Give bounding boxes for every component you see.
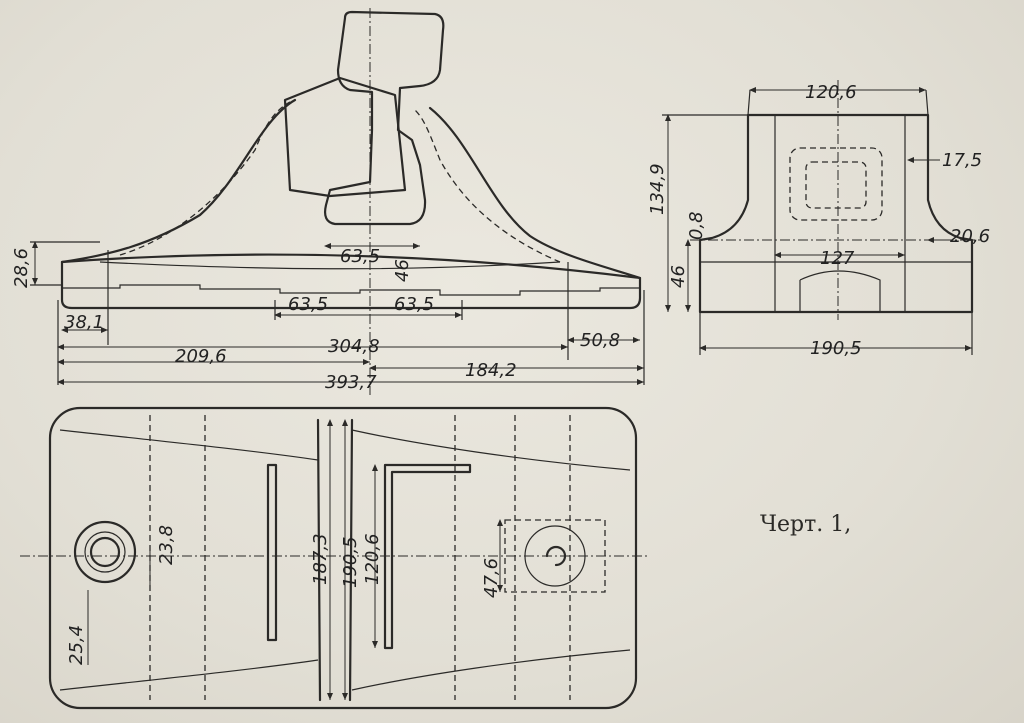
end-view: 120,6 17,5 134,9 0,8 46 20,6 127 190,5 bbox=[647, 80, 990, 359]
dim-20-6: 20,6 bbox=[950, 226, 990, 247]
side-view: 28,6 63,5 46 63,5 63,5 38,1 50,8 304,8 2… bbox=[11, 8, 645, 395]
dim-0-8: 0,8 bbox=[686, 211, 707, 240]
figure-caption: Черт. 1, bbox=[760, 512, 852, 537]
dim-304-8: 304,8 bbox=[328, 336, 380, 357]
dim-23-8: 23,8 bbox=[156, 525, 177, 565]
dim-47-6: 47,6 bbox=[481, 558, 502, 598]
dim-46-side: 46 bbox=[392, 259, 413, 282]
dim-184-2: 184,2 bbox=[465, 360, 517, 381]
dim-134-9: 134,9 bbox=[647, 163, 668, 215]
dim-187-3: 187,3 bbox=[310, 533, 331, 585]
dim-63-5-right: 63,5 bbox=[394, 294, 434, 315]
dim-46-end: 46 bbox=[668, 265, 689, 288]
dim-190-5-end: 190,5 bbox=[810, 338, 862, 359]
dim-190-5-plan: 190,5 bbox=[340, 536, 361, 588]
dim-25-4: 25,4 bbox=[66, 625, 87, 665]
dim-38-1: 38,1 bbox=[64, 312, 104, 333]
plan-view: 23,8 187,3 190,5 120,6 47,6 25,4 bbox=[20, 406, 650, 710]
rail-section bbox=[323, 10, 445, 226]
plan-outline bbox=[48, 406, 638, 710]
plate-outline bbox=[60, 98, 642, 310]
dim-127: 127 bbox=[820, 248, 855, 269]
wood-sleeper-section bbox=[283, 76, 407, 198]
dim-120-6-end: 120,6 bbox=[805, 82, 857, 103]
dim-393-7: 393,7 bbox=[325, 372, 377, 393]
dim-120-6-plan: 120,6 bbox=[362, 533, 383, 585]
dim-17-5: 17,5 bbox=[942, 150, 982, 171]
dim-63-5-left: 63,5 bbox=[288, 294, 328, 315]
dim-28-6: 28,6 bbox=[11, 248, 32, 288]
dim-63-5-top: 63,5 bbox=[340, 246, 380, 267]
dim-50-8: 50,8 bbox=[580, 330, 620, 351]
end-outline bbox=[698, 113, 974, 314]
dim-209-6: 209,6 bbox=[175, 346, 227, 367]
